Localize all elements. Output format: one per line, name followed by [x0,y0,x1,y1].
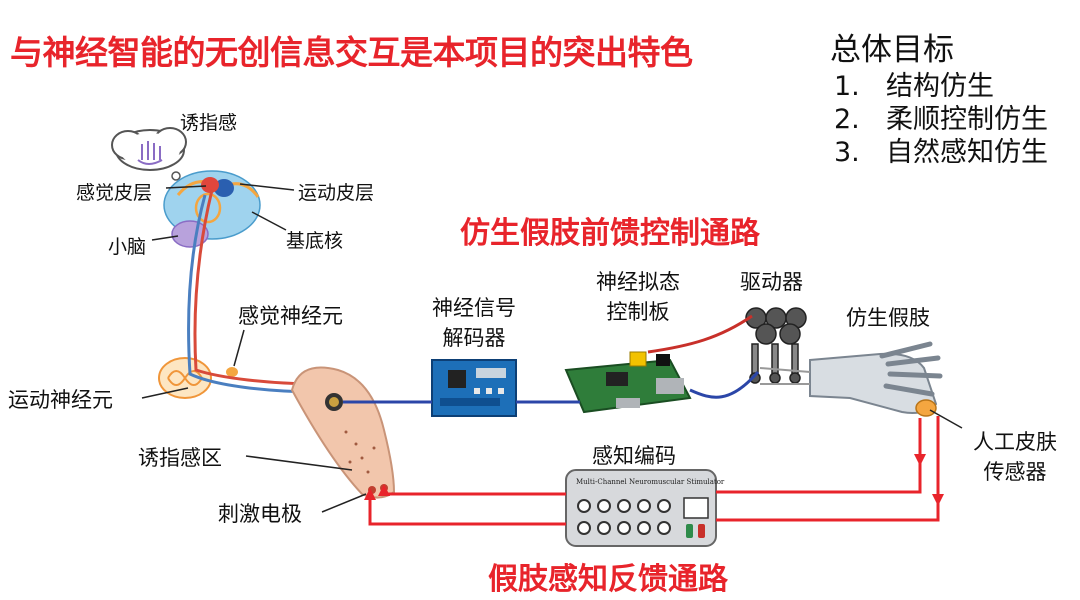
label-decoder-line2: 解码器 [442,326,506,350]
goals-title: 总体目标 [830,32,954,68]
label-basal-ganglia: 基底核 [286,230,344,252]
thought-cloud [111,127,188,190]
goal-item: 2. 柔顺控制仿生 [834,97,1048,136]
label-skin-sensor: 人工皮肤 传感器 [960,426,1070,486]
label-decoder: 神经信号 解码器 [418,292,530,352]
label-induced-sense-area: 诱指感区 [138,446,222,470]
goal-number: 2. [834,104,860,135]
label-control-board-line1: 神经拟态 [596,270,680,294]
label-stim-electrode: 刺激电极 [218,502,302,526]
residual-limb-illustration [290,366,396,499]
prosthetic-hand [759,341,943,417]
label-skin-sensor-line2: 传感器 [983,460,1047,484]
goal-number: 1. [834,71,860,102]
label-prosthesis: 仿生假肢 [846,306,930,330]
label-decoder-line1: 神经信号 [432,296,516,320]
goal-item: 3. 自然感知仿生 [834,130,1048,169]
label-sensory-neuron: 感觉神经元 [238,304,343,328]
goal-item: 1. 结构仿生 [834,64,994,103]
brain-illustration [163,170,261,248]
neuromorphic-control-board [564,351,692,414]
label-driver: 驱动器 [740,270,803,294]
driver-motors [745,307,807,384]
goal-text: 结构仿生 [886,71,994,102]
neural-decoder-board [431,359,517,417]
stimulator-device [565,469,717,547]
feedback-route-title: 假肢感知反馈通路 [488,562,728,597]
label-motor-cortex: 运动皮层 [298,182,375,204]
label-control-board-line2: 控制板 [606,300,670,324]
feedforward-route-title: 仿生假肢前馈控制通路 [460,216,760,251]
label-induced-finger-sense: 诱指感 [180,112,238,134]
label-cerebellum: 小脑 [108,236,147,258]
label-encoding: 感知编码 [592,444,676,468]
label-control-board: 神经拟态 控制板 [582,266,694,326]
headline: 与神经智能的无创信息交互是本项目的突出特色 [10,33,693,72]
goal-text: 自然感知仿生 [886,137,1048,168]
label-motor-neuron: 运动神经元 [8,388,113,412]
goal-number: 3. [834,137,860,168]
stimulator-label: Multi-Channel Neuromuscular Stimulator [576,478,725,486]
goal-text: 柔顺控制仿生 [886,104,1048,135]
label-skin-sensor-line1: 人工皮肤 [973,430,1057,454]
label-sensory-cortex: 感觉皮层 [76,182,153,204]
